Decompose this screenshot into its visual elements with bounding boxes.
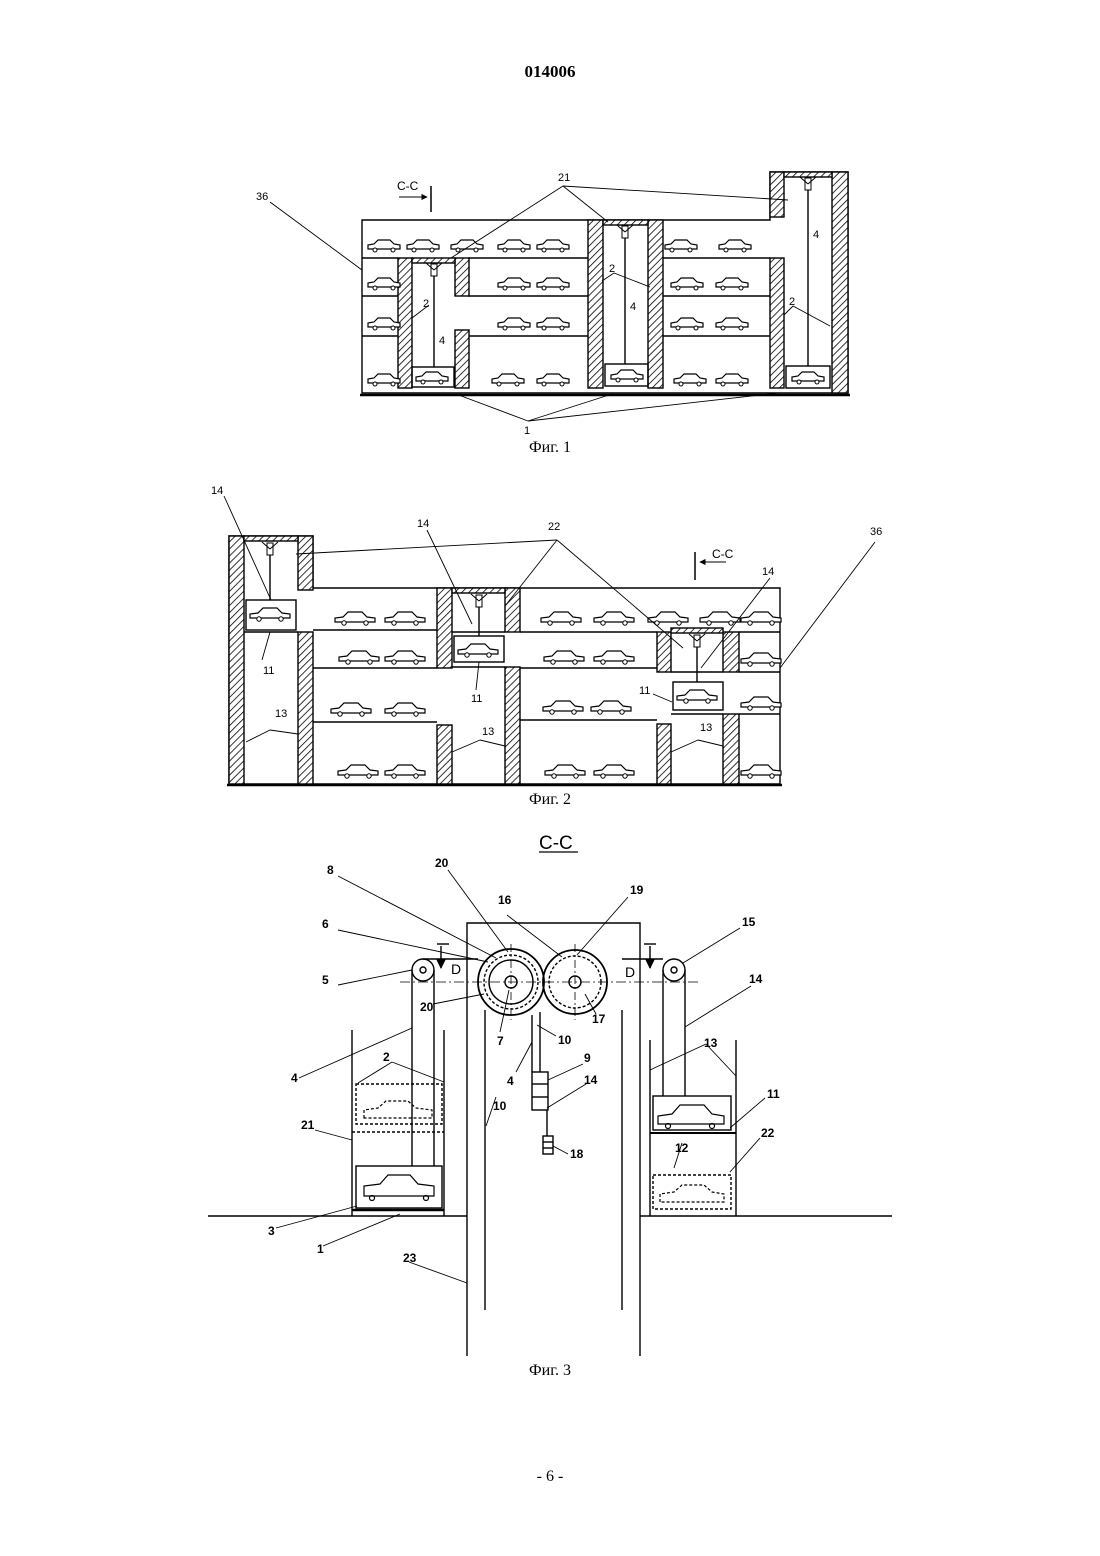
figure-3-leaders [276,870,765,1283]
fig3-label-12: 12 [675,1141,689,1155]
fig1-label-4b: 4 [630,301,636,313]
fig1-label-4c: 4 [813,229,819,241]
fig3-label-10b: 10 [493,1099,507,1113]
figure-1-leaders [270,186,830,421]
figure-1 [360,172,850,395]
figure-3-cars [364,1101,724,1202]
fig3-label-14b: 14 [584,1073,598,1087]
fig3-label-17: 17 [592,1012,606,1026]
fig3-label-21: 21 [301,1118,315,1132]
fig3-label-15: 15 [742,915,756,929]
fig2-label-13c: 13 [700,722,712,734]
fig3-label-6: 6 [322,917,329,931]
fig3-label-D-right: D [625,964,635,980]
fig1-label-36: 36 [256,191,268,203]
fig3-label-5: 5 [322,973,329,987]
fig2-label-14b: 14 [417,518,429,530]
fig2-label-11c: 11 [639,685,650,697]
fig3-label-9: 9 [584,1051,591,1065]
fig3-label-20a: 20 [435,856,449,870]
fig1-label-2a: 2 [423,298,429,310]
fig3-label-10a: 10 [558,1033,572,1047]
fig3-label-19: 19 [630,883,644,897]
fig3-label-13: 13 [704,1036,718,1050]
fig3-label-11: 11 [767,1087,780,1101]
fig3-label-23: 23 [403,1251,417,1265]
fig1-label-21: 21 [558,172,570,184]
fig3-caption: Фиг. 3 [450,1362,650,1380]
fig2-section-mark: С-С [712,547,734,561]
fig1-label-1: 1 [524,425,530,437]
fig3-label-2: 2 [383,1050,390,1064]
fig3-label-D-left: D [451,961,461,977]
fig3-label-14a: 14 [749,972,763,986]
fig1-section-mark: С-С [397,179,419,193]
figure-1-labels: 36 21 2 4 2 4 4 2 1 С-С [256,172,819,437]
fig2-label-13a: 13 [275,708,287,720]
fig2-label-11b: 11 [471,693,482,705]
fig3-label-18: 18 [570,1147,584,1161]
fig1-label-2c: 2 [789,296,795,308]
fig3-label-3: 3 [268,1224,275,1238]
page-number: - 6 - [0,1468,1100,1486]
figure-3 [208,852,892,1356]
figure-3-labels: С-С 8 20 19 16 15 6 5 D D 14 20 7 17 10 … [268,833,780,1265]
fig3-label-8: 8 [327,863,334,877]
fig2-label-36: 36 [870,526,882,538]
fig2-label-14a: 14 [211,485,223,497]
fig2-label-22: 22 [548,521,560,533]
fig3-label-20b: 20 [420,1000,434,1014]
fig2-label-13b: 13 [482,726,494,738]
fig3-label-4a: 4 [291,1071,298,1085]
fig2-caption: Фиг. 2 [450,791,650,809]
fig2-label-11a: 11 [263,665,274,677]
fig1-label-2b: 2 [609,263,615,275]
fig2-label-14c: 14 [762,566,774,578]
figure-2 [227,536,782,785]
fig3-label-4b: 4 [507,1074,514,1088]
fig1-label-4a: 4 [439,335,445,347]
fig1-caption: Фиг. 1 [450,439,650,457]
fig3-label-16: 16 [498,893,512,907]
fig3-label-22: 22 [761,1126,775,1140]
fig3-label-7: 7 [497,1034,504,1048]
fig3-label-1: 1 [317,1242,324,1256]
fig3-section-title: С-С [539,833,573,854]
